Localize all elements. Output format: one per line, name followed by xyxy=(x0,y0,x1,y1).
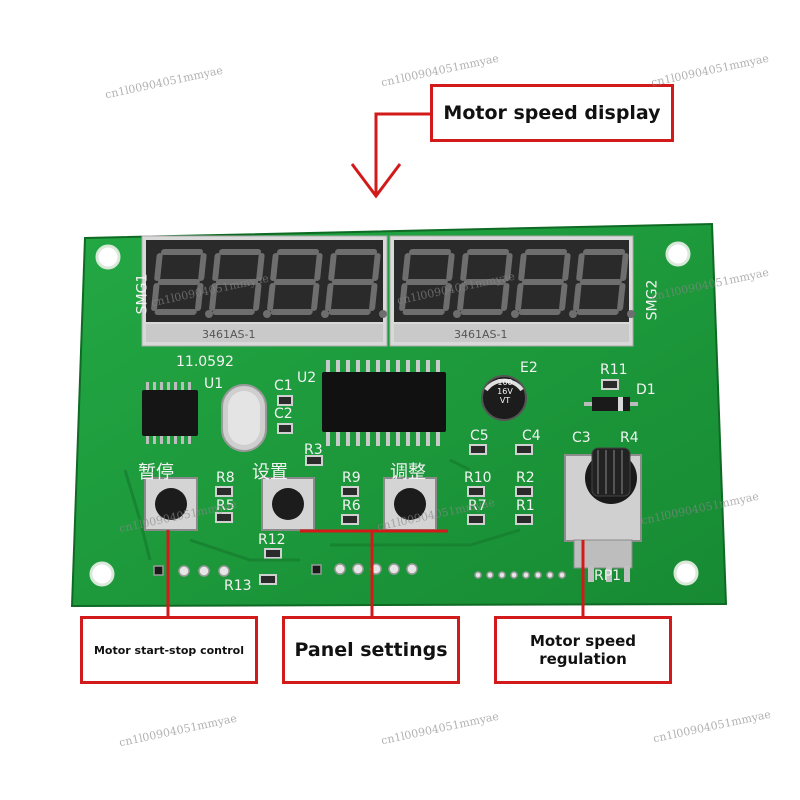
digit-5 xyxy=(399,249,455,315)
smd-part xyxy=(601,379,619,390)
smd-part xyxy=(277,395,293,406)
tactile-button-set xyxy=(261,477,315,531)
smd-part xyxy=(341,514,359,525)
silk-r6: R6 xyxy=(342,498,361,514)
callout-motor-start-stop: Motor start-stop control xyxy=(80,616,258,684)
silk-c1: C1 xyxy=(274,378,293,394)
diode-d1 xyxy=(584,397,638,411)
smd-part xyxy=(469,444,487,455)
digit-8 xyxy=(573,249,629,315)
crystal-oscillator xyxy=(221,384,267,452)
digit-3 xyxy=(267,249,323,315)
digit-1 xyxy=(151,249,207,315)
silk-display-part-left: 3461AS-1 xyxy=(202,328,256,341)
silk-r9: R9 xyxy=(342,470,361,486)
arrow-icon xyxy=(350,112,430,199)
silk-smg1: SMG1 xyxy=(134,273,151,315)
seven-segment-digits xyxy=(151,249,629,315)
mounting-hole xyxy=(89,561,115,587)
silk-display-part-right: 3461AS-1 xyxy=(454,328,508,341)
silk-r13: R13 xyxy=(224,578,252,594)
silk-r1: R1 xyxy=(516,498,535,514)
silk-rp1: RP1 xyxy=(594,568,622,584)
silk-btn-pause: 暂停 xyxy=(138,462,174,483)
smd-part xyxy=(215,512,233,523)
silk-r4: R4 xyxy=(620,430,639,446)
smd-part xyxy=(515,486,533,497)
silk-u1: U1 xyxy=(204,376,224,392)
callout-motor-speed-display: Motor speed display xyxy=(430,84,674,142)
smd-part xyxy=(264,548,282,559)
silk-e2: E2 xyxy=(520,360,538,376)
chip-u2 xyxy=(322,360,446,446)
silk-c4: C4 xyxy=(522,428,541,444)
callout-regulation-text-line2: regulation xyxy=(539,650,627,668)
silk-btn-set: 设置 xyxy=(252,462,288,483)
silk-c2: C2 xyxy=(274,406,293,422)
smd-part xyxy=(277,423,293,434)
silk-r7: R7 xyxy=(468,498,487,514)
smd-part xyxy=(341,486,359,497)
callout-panel-settings: Panel settings xyxy=(282,616,460,684)
callout-start-stop-text: Motor start-stop control xyxy=(93,643,245,657)
smd-part xyxy=(467,514,485,525)
smd-part xyxy=(305,455,323,466)
silk-c3: C3 xyxy=(572,430,591,446)
silk-d1: D1 xyxy=(636,382,656,398)
silk-btn-adjust: 调整 xyxy=(390,462,426,483)
smd-part xyxy=(515,444,533,455)
digit-6 xyxy=(457,249,513,315)
smd-part xyxy=(215,486,233,497)
smd-part xyxy=(467,486,485,497)
mounting-holes xyxy=(89,241,699,587)
silk-u2: U2 xyxy=(297,370,317,386)
callout-regulation-text-line1: Motor speed xyxy=(529,632,637,650)
mounting-hole xyxy=(95,244,121,270)
silk-r3: R3 xyxy=(304,442,323,458)
smd-part xyxy=(259,574,277,585)
tactile-button-adjust xyxy=(383,477,437,531)
potentiometer-rp1 xyxy=(564,447,642,582)
pcb-traces xyxy=(123,458,521,562)
callout-display-text: Motor speed display xyxy=(443,102,661,124)
chip-u1 xyxy=(142,382,198,444)
tactile-button-pause xyxy=(144,477,198,531)
silk-r5: R5 xyxy=(216,498,235,514)
silk-r10: R10 xyxy=(464,470,492,486)
electrolytic-capacitor xyxy=(481,375,527,421)
silk-crystal: 11.0592 xyxy=(176,354,234,370)
silk-r11: R11 xyxy=(600,362,628,378)
silk-cap-label: 100 16V VT xyxy=(497,378,513,405)
silk-c5: C5 xyxy=(470,428,489,444)
silk-r8: R8 xyxy=(216,470,235,486)
callout-leader-lines xyxy=(166,529,585,616)
callout-panel-text: Panel settings xyxy=(294,639,448,661)
mounting-hole xyxy=(673,560,699,586)
silk-r12: R12 xyxy=(258,532,286,548)
mounting-hole xyxy=(665,241,691,267)
smd-part xyxy=(515,514,533,525)
smd-components xyxy=(215,379,619,585)
callout-motor-speed-regulation: Motor speed regulation xyxy=(494,616,672,684)
digit-7 xyxy=(515,249,571,315)
decimal-points xyxy=(205,310,635,318)
digit-2 xyxy=(209,249,265,315)
digit-4 xyxy=(325,249,381,315)
header-pads xyxy=(153,563,566,579)
silk-r2: R2 xyxy=(516,470,535,486)
